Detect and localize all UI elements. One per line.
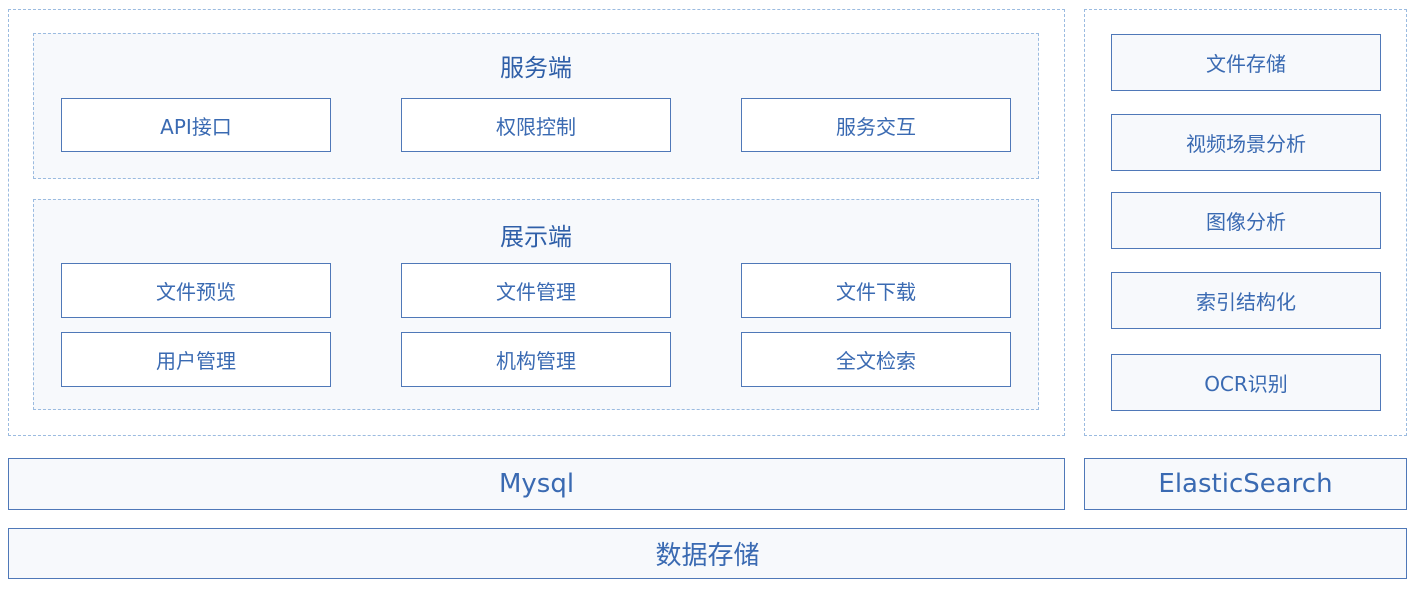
video-scene-analysis-box: 视频场景分析 (1111, 114, 1381, 171)
ocr-recognition-box: OCR识别 (1111, 354, 1381, 411)
image-analysis-box: 图像分析 (1111, 192, 1381, 249)
file-management-box: 文件管理 (401, 263, 671, 318)
fulltext-search-box: 全文检索 (741, 332, 1011, 387)
data-storage-box: 数据存储 (8, 528, 1407, 579)
index-structuring-box: 索引结构化 (1111, 272, 1381, 329)
file-storage-box: 文件存储 (1111, 34, 1381, 91)
org-management-box: 机构管理 (401, 332, 671, 387)
file-download-box: 文件下载 (741, 263, 1011, 318)
permission-control-box: 权限控制 (401, 98, 671, 152)
user-management-box: 用户管理 (61, 332, 331, 387)
elasticsearch-box: ElasticSearch (1084, 458, 1407, 510)
file-preview-box: 文件预览 (61, 263, 331, 318)
display-group-title: 展示端 (500, 223, 572, 251)
mysql-box: Mysql (8, 458, 1065, 510)
service-interaction-box: 服务交互 (741, 98, 1011, 152)
server-group-title: 服务端 (500, 54, 572, 82)
api-interface-box: API接口 (61, 98, 331, 152)
